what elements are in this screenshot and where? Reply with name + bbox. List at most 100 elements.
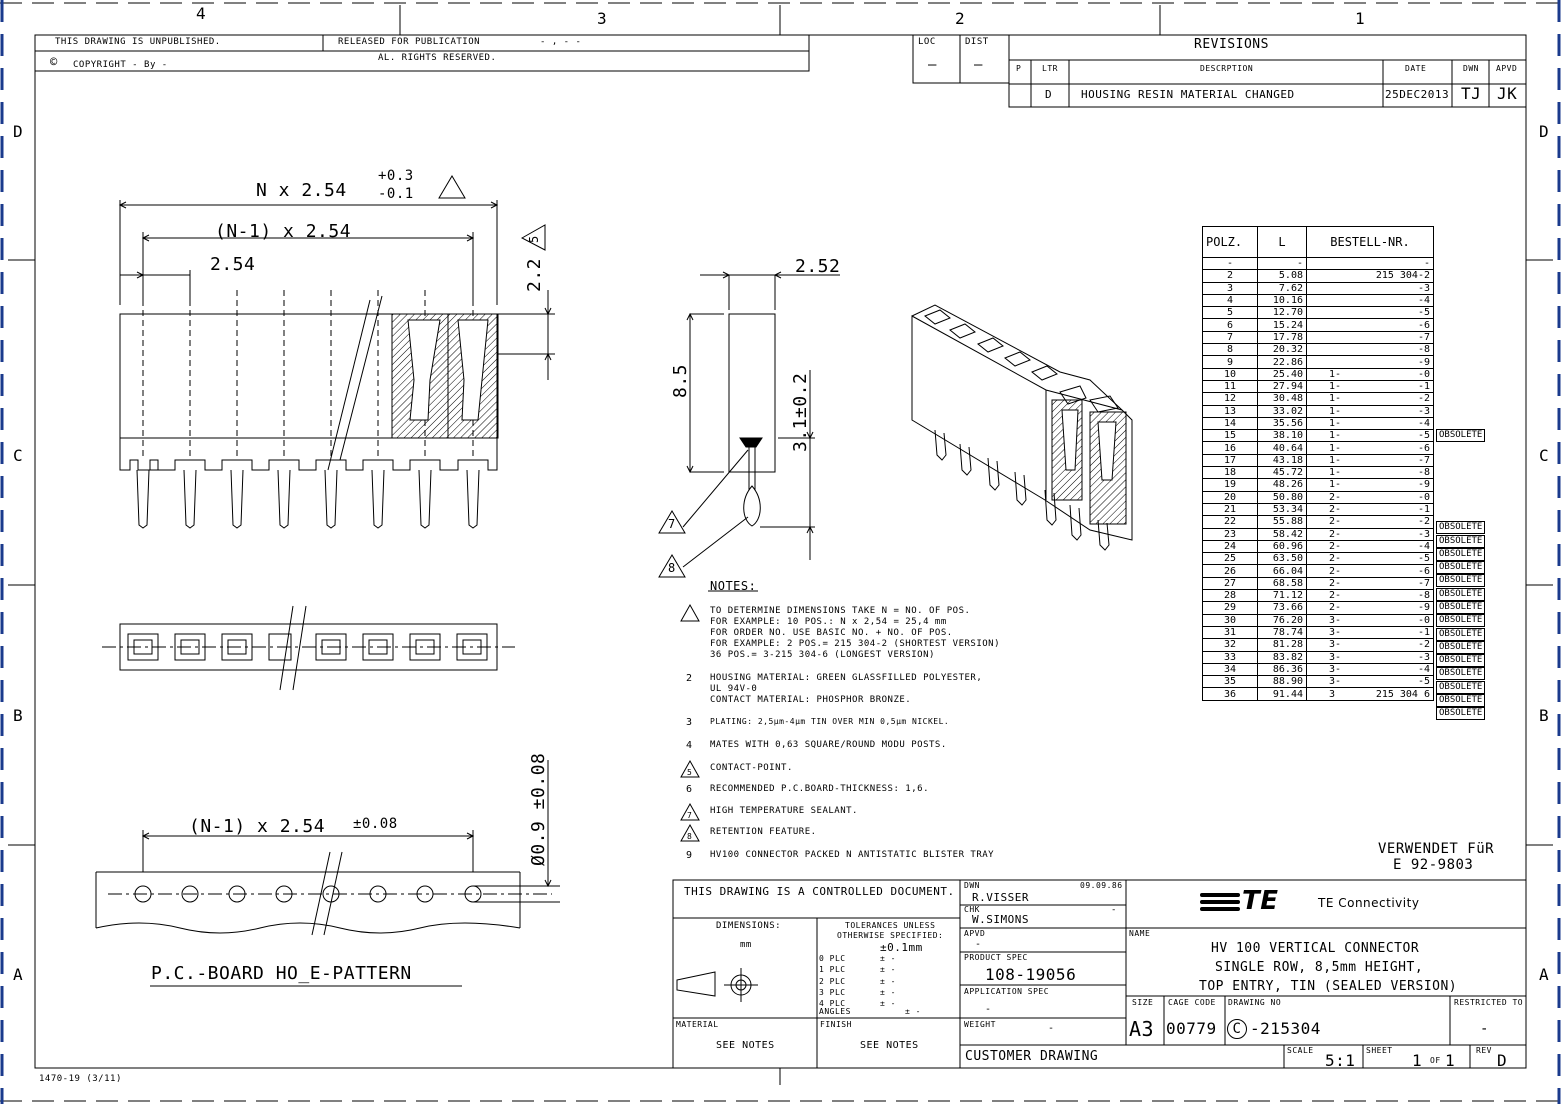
order-prefix: 2- — [1329, 540, 1342, 552]
order-suffix: -7 — [1417, 331, 1430, 343]
apvd-name: - — [975, 939, 982, 950]
cell-polz: 21 — [1202, 502, 1258, 517]
cell-order-no: 2--1 — [1306, 502, 1434, 517]
order-suffix: -5 — [1417, 430, 1430, 442]
weight-label: WEIGHT — [964, 1020, 996, 1029]
sheet-total: 1 — [1445, 1051, 1456, 1070]
rev-col-apvd: APVD — [1496, 64, 1518, 73]
order-prefix: 2- — [1329, 577, 1342, 589]
dim-hole-diameter: Ø0.9 ±0.08 — [528, 752, 549, 866]
order-suffix: -4 — [1417, 663, 1430, 675]
order-prefix: 3- — [1329, 676, 1342, 688]
cell-polz: 13 — [1202, 404, 1258, 418]
cell-length: 22.86 — [1257, 355, 1307, 369]
obsolete-badge: OBSOLETE — [1436, 680, 1486, 694]
cell-order-no: 2--5 — [1306, 552, 1434, 566]
cell-length: 71.12 — [1257, 589, 1307, 603]
order-suffix: -3 — [1417, 282, 1430, 294]
order-prefix: 3- — [1329, 627, 1342, 639]
cell-length: 30.48 — [1257, 392, 1307, 406]
cell-order-no: 3--1 — [1306, 625, 1434, 640]
dim-tri-8: 8 — [668, 561, 676, 575]
released-date: - , - - — [540, 37, 582, 47]
obsolete-badge: OBSOLETE — [1436, 627, 1486, 641]
order-suffix: -8 — [1417, 467, 1430, 479]
cell-length: 7.62 — [1257, 281, 1307, 295]
order-prefix: 1- — [1329, 430, 1342, 442]
tolerance-value: ± - — [880, 999, 896, 1009]
dwn-label: DWN — [964, 881, 980, 890]
order-suffix: -3 — [1417, 528, 1430, 540]
note-text: MATES WITH 0,63 SQUARE/ROUND MODU POSTS. — [710, 740, 947, 750]
order-suffix: -3 — [1417, 651, 1430, 663]
order-suffix: -0 — [1417, 614, 1430, 626]
angles-value: ± - — [905, 1007, 921, 1016]
tolerance-value: ± - — [880, 954, 896, 963]
cell-polz: 6 — [1202, 318, 1258, 332]
zone-label-left: B — [13, 706, 24, 725]
verwendet-value: E 92-9803 — [1393, 857, 1474, 873]
cell-polz: 36 — [1202, 687, 1258, 701]
cell-length: 10.16 — [1257, 293, 1307, 308]
obsolete-badge: OBSOLETE — [1436, 561, 1486, 575]
col-l: L — [1257, 226, 1307, 258]
order-prefix: 3- — [1329, 639, 1342, 651]
obsolete-badge: OBSOLETE — [1436, 534, 1486, 548]
dim-n1-pitch: (N-1) x 2.54 — [215, 221, 352, 242]
material-label: MATERIAL — [676, 1020, 719, 1029]
rev-desc: HOUSING RESIN MATERIAL CHANGED — [1081, 88, 1295, 101]
order-suffix: -5 — [1417, 676, 1430, 688]
drawing-size-prefix: C — [1227, 1019, 1247, 1039]
order-suffix: -6 — [1417, 442, 1430, 454]
order-prefix: 1- — [1329, 479, 1342, 491]
order-prefix: 2- — [1329, 528, 1342, 540]
cell-order-no: 3- -5 — [1306, 675, 1434, 689]
pcb-pattern-label: P.C.-BOARD HO_E-PATTERN — [151, 963, 412, 984]
part-name-line-1: HV 100 VERTICAL CONNECTOR — [1211, 941, 1420, 956]
order-suffix: -2 — [1417, 516, 1430, 528]
order-suffix: -1 — [1417, 504, 1430, 516]
note-number: 6 — [686, 784, 693, 795]
cell-length: 33.02 — [1257, 404, 1307, 418]
pcb-hole-pattern — [95, 760, 560, 987]
zone-label-right: C — [1539, 446, 1550, 465]
tol-main: ±0.1mm — [880, 941, 923, 954]
rev-label: REV — [1476, 1046, 1492, 1055]
cell-polz: 16 — [1202, 441, 1258, 455]
zone-label-left: D — [13, 122, 24, 141]
drawing-number: -215304 — [1250, 1019, 1321, 1038]
zone-label-left: C — [13, 446, 24, 465]
obsolete-badge: OBSOLETE — [1436, 521, 1486, 535]
tolerance-value: ± - — [880, 976, 896, 986]
cell-order-no: 1--4 — [1306, 416, 1434, 431]
order-suffix: 215 304-2 — [1375, 270, 1430, 282]
cell-polz: 32 — [1202, 638, 1258, 652]
loc-value: — — [928, 57, 937, 73]
cell-length: 58.42 — [1257, 527, 1307, 541]
note-text: FOR EXAMPLE: 10 POS.: N x 2,54 = 25,4 mm — [710, 617, 947, 627]
note-number: 3 — [686, 717, 693, 728]
order-suffix: -6 — [1417, 319, 1430, 331]
controlled-document: THIS DRAWING IS A CONTROLLED DOCUMENT. — [684, 885, 955, 898]
rev-col-ltr: LTR — [1042, 64, 1058, 73]
rev-apvd: JK — [1497, 84, 1518, 103]
order-prefix: 2- — [1329, 590, 1342, 602]
cell-polz: 24 — [1202, 539, 1258, 554]
cell-order-no: 2--6 — [1306, 564, 1434, 578]
cell-polz: 17 — [1202, 453, 1258, 468]
zone-label-top: 4 — [196, 4, 207, 23]
cell-polz: 4 — [1202, 293, 1258, 308]
order-prefix: 1- — [1329, 454, 1342, 466]
order-prefix: 1- — [1329, 381, 1342, 393]
name-label: NAME — [1129, 929, 1151, 938]
revisions-title: REVISIONS — [1194, 37, 1269, 52]
chk-name: W.SIMONS — [972, 913, 1029, 926]
